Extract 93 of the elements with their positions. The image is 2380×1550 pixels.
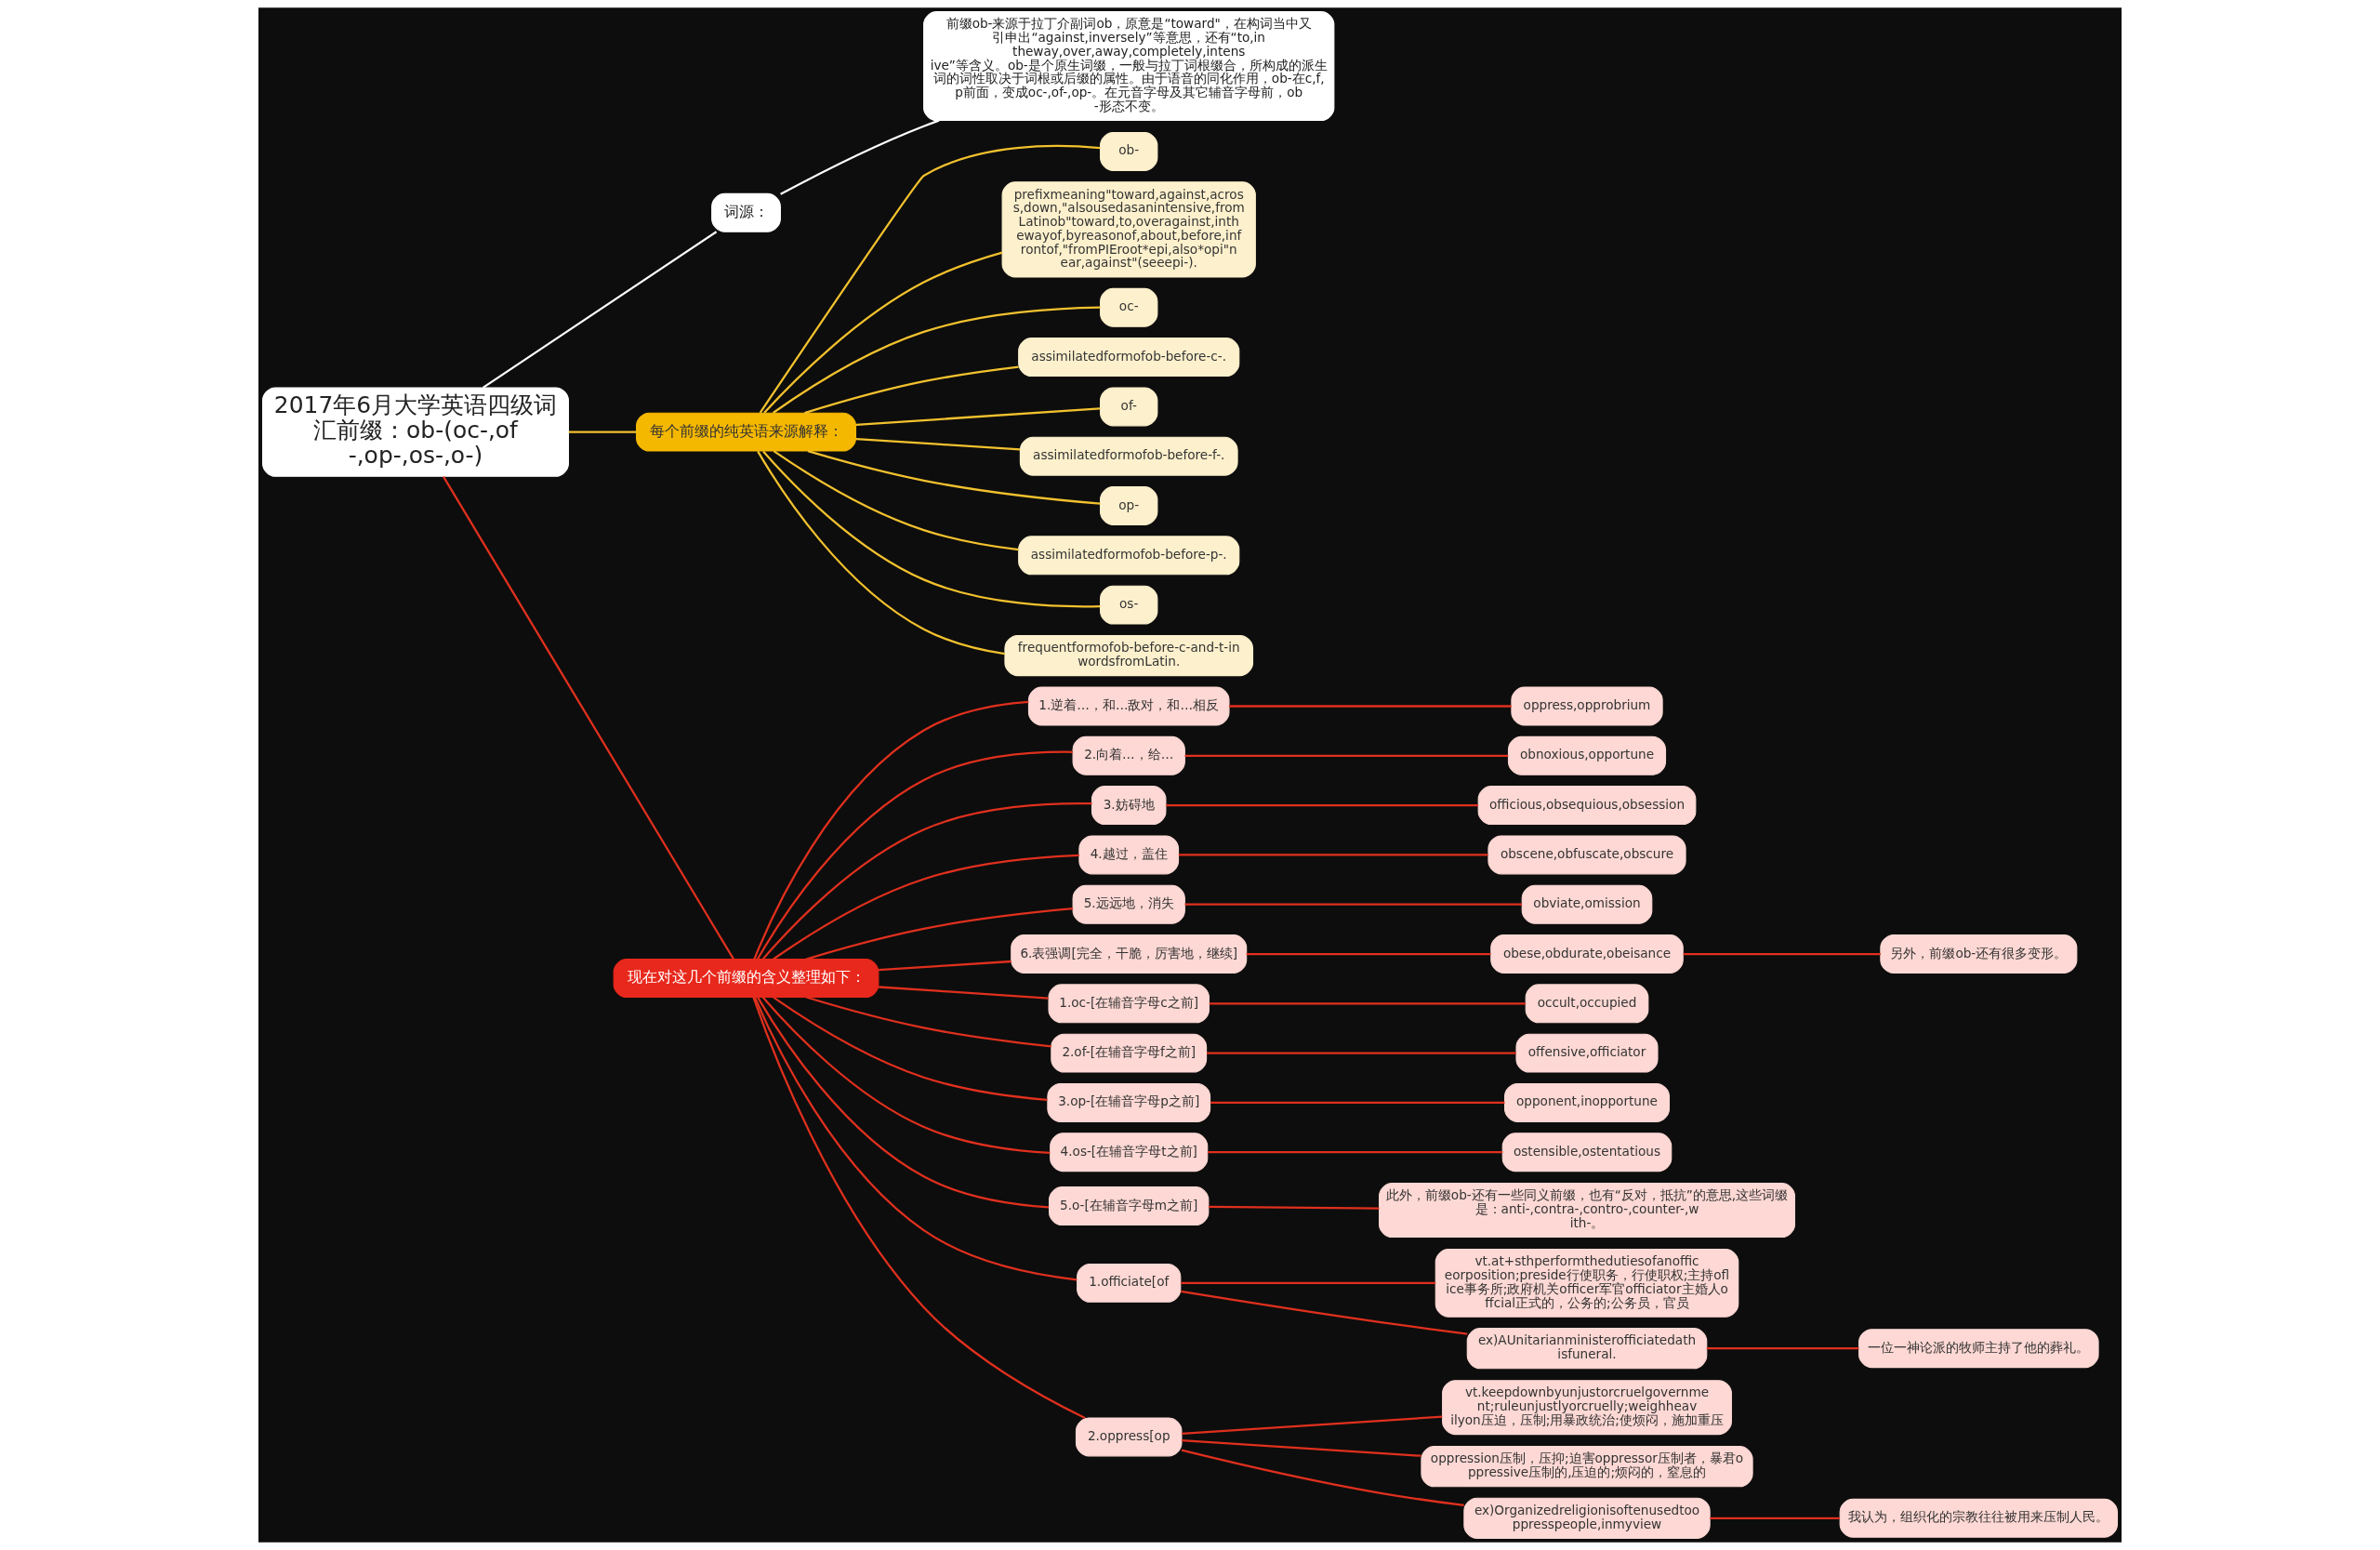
node-box: 3.op-[在辅音字母p之前] bbox=[1047, 1082, 1211, 1122]
node-box: 4.越过，盖住 bbox=[1078, 835, 1180, 875]
node-box: oc- bbox=[1100, 287, 1158, 327]
node-box: vt.at+sthperformthedutiesofanofficeorposition;preside行使职务，行使职权;主持oflice事务所;政府机关officer军官officiator主婚人offcial正式的，公务的;公务员，官员 bbox=[1435, 1249, 1739, 1318]
node-box: obnoxious,opportune bbox=[1507, 735, 1667, 775]
node-box: assimilatedformofob-before-p-. bbox=[1018, 536, 1240, 576]
connector bbox=[772, 306, 1101, 414]
node-box: 2.向着…，给… bbox=[1072, 735, 1185, 775]
node-box: obscene,obfuscate,obscure bbox=[1488, 835, 1686, 875]
connector bbox=[855, 437, 1021, 451]
node-box: occult,occupied bbox=[1525, 984, 1649, 1024]
connector bbox=[1207, 1052, 1516, 1054]
node-box: obviate,omission bbox=[1521, 884, 1653, 924]
node-box: op- bbox=[1100, 486, 1158, 525]
connector bbox=[780, 119, 940, 195]
node-box: 4.os-[在辅音字母t之前] bbox=[1050, 1133, 1209, 1172]
connector bbox=[773, 450, 1019, 551]
connector bbox=[1710, 1517, 1840, 1519]
node-box: prefixmeaning"toward,against,across,down,"alsousedasanintensive,fromLatinob"toward,to,overagainst,inthewayof,byreasonof,about,before,infrontof,"fromPIEroot*epi,also*opi"near,against"(seeepi-). bbox=[1001, 181, 1256, 278]
connector bbox=[756, 750, 1073, 960]
connector bbox=[773, 996, 1048, 1102]
connector bbox=[1209, 1205, 1380, 1210]
connector bbox=[879, 986, 1049, 1000]
connector bbox=[1210, 1101, 1505, 1105]
connector bbox=[1706, 1347, 1859, 1350]
node-box: ex)Organizedreligionisoftenusedtooppresspeople,inmyview bbox=[1463, 1497, 1711, 1539]
connector bbox=[761, 996, 1051, 1155]
connector bbox=[879, 960, 1012, 972]
node-box: 每个前缀的纯英语来源解释： bbox=[636, 412, 857, 452]
connector bbox=[752, 997, 1086, 1419]
connector bbox=[1683, 952, 1881, 956]
connector bbox=[855, 407, 1101, 426]
node-box: 前缀ob-来源于拉丁介副词ob，原意是“toward"，在构词当中又引申出“against,inversely”等意思，还有“to,intheway,over,away,completely,intensive”等含义。ob-是个原生词缀，一般与拉丁词根缀合，所构成的派生词的词性取决于词根或后缀的属性。由于语音的同化作用，ob-在c,f,p前面，变成oc-,of-,op-。在元音字母及其它辅音字母前，ob-形态不变。 bbox=[923, 11, 1335, 122]
connector bbox=[757, 450, 1005, 656]
node-box: 我认为，组织化的宗教往往被用来压制人民。 bbox=[1839, 1498, 2119, 1538]
connector bbox=[754, 997, 1078, 1281]
node-box: assimilatedformofob-before-f-. bbox=[1019, 436, 1238, 476]
connector bbox=[483, 231, 718, 389]
connector bbox=[1178, 854, 1488, 856]
node-box: 1.oc-[在辅音字母c之前] bbox=[1048, 984, 1210, 1024]
connector bbox=[762, 450, 1101, 608]
node-box: ostensible,ostentatious bbox=[1501, 1133, 1673, 1172]
node-box: frequentformofob-before-c-and-t-inwordsfromLatin. bbox=[1004, 634, 1254, 677]
connector bbox=[805, 907, 1074, 960]
connector bbox=[773, 854, 1079, 960]
node-box: 1.逆着…，和…敌对，和…相反 bbox=[1027, 686, 1230, 726]
node-box: oppression压制，压抑;迫害oppressor压制者，暴君oppressive压制的,压迫的;烦闷的，窒息的 bbox=[1421, 1446, 1753, 1488]
node-box: of- bbox=[1100, 387, 1158, 427]
connector bbox=[1182, 1415, 1443, 1435]
connector bbox=[1246, 952, 1491, 956]
connector bbox=[443, 476, 734, 960]
connector bbox=[1229, 705, 1512, 708]
node-box: vt.keepdownbyunjustorcruelgovernment;ruleunjustlyorcruelly;weighheavilyon压迫，压制;用暴政统治;使烦闷，施加重压 bbox=[1442, 1380, 1732, 1436]
node-box: 6.表强调[完全，干脆，厉害地，继续] bbox=[1011, 934, 1248, 974]
connector bbox=[759, 144, 1101, 414]
node-box: 2.oppress[op bbox=[1075, 1417, 1183, 1457]
node-box: 现在对这几个前缀的含义整理如下： bbox=[613, 959, 879, 999]
connector bbox=[1182, 1438, 1421, 1457]
node-box: os- bbox=[1100, 585, 1158, 625]
node-box: assimilatedformofob-before-c-. bbox=[1018, 338, 1240, 378]
connector bbox=[1208, 1151, 1503, 1154]
connector bbox=[763, 251, 1003, 414]
connector bbox=[1181, 1449, 1464, 1507]
connector bbox=[1184, 903, 1522, 906]
node-box: 此外，前缀ob-还有一些同义前缀，也有“反对，抵抗”的意思,这些词缀是：anti-,contra-,contro-,counter-,with-。 bbox=[1379, 1183, 1795, 1239]
node-box: 另外，前缀ob-还有很多变形。 bbox=[1880, 934, 2078, 974]
connector bbox=[757, 997, 1050, 1209]
node-box: offensive,officiator bbox=[1515, 1033, 1659, 1073]
node-box: ex)AUnitarianministerofficiatedathisfuneral. bbox=[1466, 1328, 1708, 1370]
node-box: oppress,opprobrium bbox=[1511, 686, 1663, 726]
node-box: 1.officiate[of bbox=[1077, 1263, 1182, 1303]
node-box: ob- bbox=[1100, 131, 1158, 171]
connector bbox=[1181, 1290, 1468, 1335]
connector bbox=[1184, 754, 1509, 757]
connector bbox=[753, 700, 1029, 960]
connector bbox=[804, 365, 1019, 415]
connector bbox=[807, 450, 1101, 505]
connector bbox=[1181, 1281, 1436, 1284]
node-box: 3.妨碍地 bbox=[1091, 786, 1167, 826]
connector bbox=[805, 996, 1051, 1048]
connector bbox=[761, 801, 1092, 960]
node-box: 2017年6月大学英语四级词汇前缀：ob-(oc-,of-,op-,os-,o-) bbox=[261, 387, 569, 477]
node-box: officious,obsequious,obsession bbox=[1477, 786, 1697, 826]
node-box: 5.远远地，消失 bbox=[1072, 884, 1185, 924]
node-box: opponent,inopportune bbox=[1503, 1082, 1671, 1122]
node-box: obese,obdurate,obeisance bbox=[1490, 934, 1684, 974]
connector bbox=[1209, 1002, 1526, 1005]
node-box: 一位一神论派的牧师主持了他的葬礼。 bbox=[1858, 1329, 2099, 1369]
node-box: 5.o-[在辅音字母m之前] bbox=[1049, 1186, 1210, 1226]
node-box: 词源： bbox=[711, 192, 781, 232]
connector bbox=[568, 431, 637, 433]
connector bbox=[1166, 803, 1478, 807]
node-box: 2.of-[在辅音字母f之前] bbox=[1051, 1033, 1208, 1073]
